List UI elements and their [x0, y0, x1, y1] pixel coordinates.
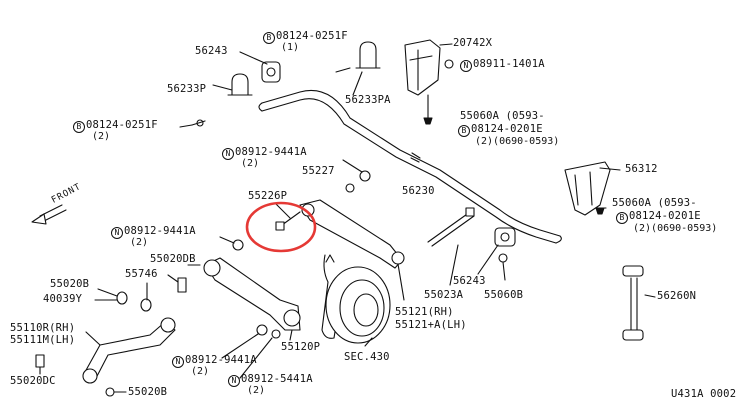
stabilizer-bar: [258, 89, 562, 244]
lower-arm-55120P: [203, 257, 301, 341]
callout-20742X: 20742X: [453, 37, 493, 49]
callout-55227: 55227: [302, 165, 335, 177]
callout-56233PA: 56233PA: [345, 94, 391, 106]
callout-55020B-left: 55020B: [50, 278, 90, 290]
callout-55060A-top: 55060A (0593-: [460, 110, 545, 122]
callout-56243-top: 56243: [195, 45, 228, 57]
callout-55060B: 55060B: [484, 289, 524, 301]
callout-08912-9441A-top-qty: (2): [241, 158, 260, 169]
washer-40039Y: [94, 282, 152, 312]
bolt-55226P: [274, 202, 301, 231]
callout-08124-0251F-left-qty: (2): [92, 131, 111, 142]
callout-08912-9441A-mid-qty: (2): [130, 237, 149, 248]
callout-55121: 55121(RH): [395, 306, 454, 318]
callout-08912-9441A-bottom-qty: (2): [191, 366, 210, 377]
callout-56312: 56312: [625, 163, 658, 175]
callout-55121A: 55121+A(LH): [395, 319, 467, 331]
bolt-08124-0251F-left: [179, 119, 206, 128]
bolt-55746: [167, 264, 201, 293]
callout-55120P: 55120P: [281, 341, 321, 353]
front-arrow-icon: [31, 204, 67, 225]
link-56260N: [622, 265, 656, 341]
callout-55110R: 55110R(RH): [10, 322, 76, 334]
callout-08912-5441A-qty: (2): [247, 385, 266, 396]
bracket-56312: [564, 161, 621, 216]
nut-08912-9441A-mid: [219, 236, 244, 251]
callout-55111M: 55111M(LH): [10, 334, 76, 346]
callout-56233P: 56233P: [167, 83, 207, 95]
upper-link-55121: [299, 199, 405, 301]
bushing-56243-right: [477, 227, 516, 281]
callout-56230: 56230: [402, 185, 435, 197]
callout-55746: 55746: [125, 268, 158, 280]
callout-08124-0251F-top-qty: (1): [281, 42, 300, 53]
callout-55020B-bottom: 55020B: [128, 386, 168, 398]
callout-56260N: 56260N: [657, 290, 697, 302]
callout-08124-0201E-top-qty: (2)(0690-0593): [475, 136, 560, 147]
axle-housing: [321, 254, 391, 347]
callout-SEC430: SEC.430: [344, 351, 390, 363]
diagram-code: U431A 0002: [671, 388, 737, 400]
callout-40039Y: 40039Y: [43, 293, 83, 305]
callout-56243-right: 56243: [453, 275, 486, 287]
lower-link-55110R: [35, 317, 176, 397]
bushing-56243-top: [239, 51, 281, 83]
callout-55023A: 55023A: [424, 289, 464, 301]
bolt-55023A: [427, 207, 475, 286]
callout-55020DB: 55020DB: [150, 253, 196, 265]
nuts-bottom: [221, 324, 281, 379]
bracket-20742X: [404, 39, 454, 125]
callout-55020DC: 55020DC: [10, 375, 56, 387]
nut-55227: [342, 159, 371, 193]
clamp-56233PA: [335, 41, 381, 96]
callout-55060A-right: 55060A (0593-: [612, 197, 697, 209]
callout-55226P: 55226P: [248, 190, 288, 202]
clamp-56233P: [212, 73, 253, 96]
callout-08124-0201E-right-qty: (2)(0690-0593): [633, 223, 718, 234]
highlight-circle: [245, 201, 317, 253]
